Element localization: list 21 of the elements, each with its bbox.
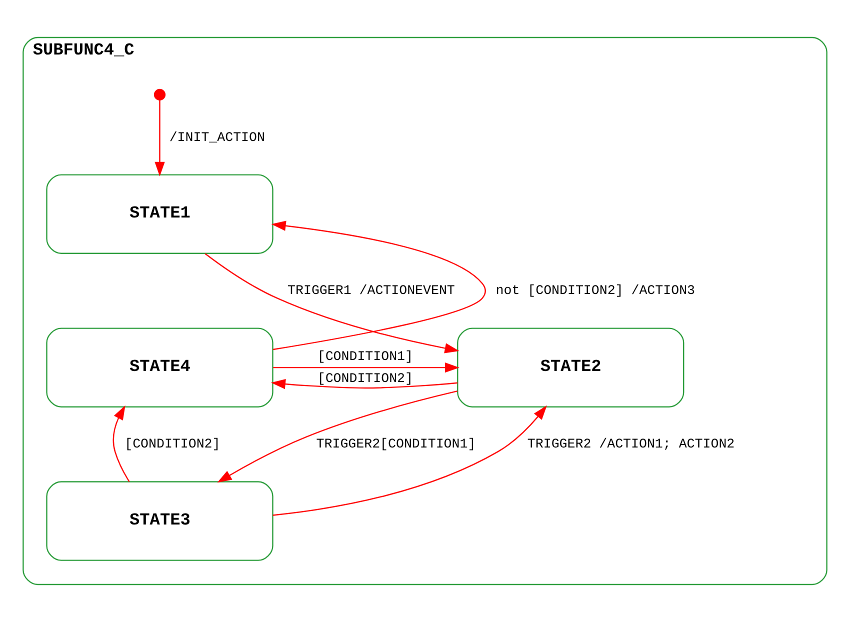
arrow xyxy=(270,378,458,389)
edge-label: [CONDITION1] xyxy=(317,348,413,364)
node-circle xyxy=(154,88,166,100)
node-box: STATE4 xyxy=(46,327,274,407)
edge-label: TRIGGER1 /ACTIONEVENT xyxy=(288,282,455,298)
arrow xyxy=(271,220,486,350)
arrow xyxy=(204,252,460,353)
arrow xyxy=(112,404,130,482)
arrow xyxy=(272,404,547,516)
node-box: STATE1 xyxy=(46,174,274,254)
edge-label: [CONDITION2] xyxy=(124,436,220,452)
node-box: STATE2 xyxy=(457,327,684,407)
edge-label: TRIGGER2 /ACTION1; ACTION2 xyxy=(527,436,735,452)
node-box: STATE3 xyxy=(46,480,274,560)
arrow xyxy=(217,390,458,482)
edge-label: [CONDITION2] xyxy=(317,370,413,386)
arrow xyxy=(273,362,460,372)
arrow xyxy=(154,100,165,176)
edge-label: TRIGGER2[CONDITION1] xyxy=(316,436,476,452)
edge-label: not [CONDITION2] /ACTION3 xyxy=(496,282,696,298)
edge-label: /INIT_ACTION xyxy=(169,129,265,144)
